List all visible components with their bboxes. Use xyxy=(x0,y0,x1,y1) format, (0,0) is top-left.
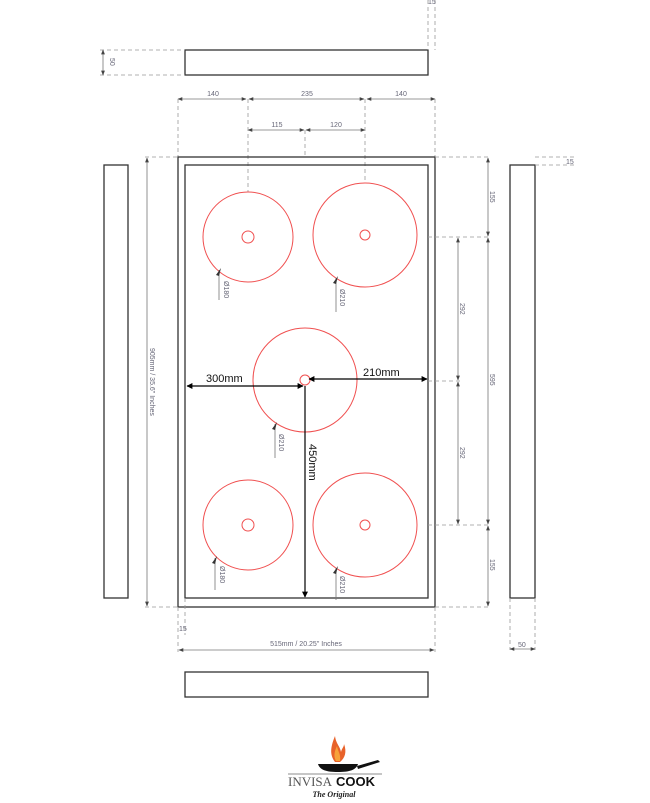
top-profile-lip-label: 15 xyxy=(428,0,436,6)
right-profile-width-label: 50 xyxy=(518,642,526,649)
bottom-lip-label: 15 xyxy=(179,626,187,633)
right-dimensions: 155 595 292 292 155 xyxy=(428,156,495,608)
dim-length-905mm: 905mm / 35.6" Inches xyxy=(148,348,155,416)
burner-bottom-right[interactable]: Ø210 xyxy=(312,472,418,600)
burner-top-right[interactable]: Ø210 xyxy=(312,182,418,312)
dim-sub-115: 115 xyxy=(271,122,282,129)
dim-450mm: 450mm xyxy=(306,444,318,481)
invisacook-logo: INVISA COOK The Original xyxy=(288,736,382,799)
burner-top-left[interactable]: Ø180 xyxy=(202,191,294,300)
dim-width-515mm: 515mm / 20.25" Inches xyxy=(270,641,342,648)
dim-top-155: 155 xyxy=(488,191,495,203)
burner-diameter-label: Ø210 xyxy=(338,576,345,593)
bottom-profile-view xyxy=(184,671,429,698)
dim-sub-120: 120 xyxy=(330,122,342,129)
dim-300mm: 300mm xyxy=(206,373,243,385)
burner-diameter-label: Ø180 xyxy=(222,281,229,298)
dim-middle-235: 235 xyxy=(301,91,313,98)
burners: Ø180 Ø210 Ø210 Ø180 Ø210 xyxy=(202,182,418,600)
dim-left-140: 140 xyxy=(207,91,219,98)
burner-diameter-label: Ø180 xyxy=(218,566,225,583)
dim-right-140: 140 xyxy=(395,91,407,98)
logo-tagline: The Original xyxy=(313,790,357,799)
burner-bottom-left[interactable]: Ø180 xyxy=(202,479,294,590)
dim-210mm: 210mm xyxy=(363,367,400,379)
burner-diameter-label: Ø210 xyxy=(277,434,284,451)
left-side-profile-view: 905mm / 35.6" Inches xyxy=(103,156,178,608)
top-dimensions: 140 235 140 115 120 xyxy=(177,91,436,192)
dim-lower-292: 292 xyxy=(458,447,465,459)
frying-pan-icon xyxy=(318,760,380,772)
right-side-profile-view: 15 50 xyxy=(509,156,575,651)
bottom-dimensions: 15 515mm / 20.25" Inches xyxy=(177,598,436,652)
right-profile-lip-label: 15 xyxy=(566,159,574,166)
dim-bottom-155: 155 xyxy=(488,559,495,571)
top-profile-view: 50 15 xyxy=(100,0,436,76)
dim-total-595: 595 xyxy=(488,374,495,386)
logo-brand-light: INVISA xyxy=(288,774,333,789)
burner-diameter-label: Ø210 xyxy=(338,289,345,306)
center-burner-dimensions: 300mm 210mm 450mm xyxy=(186,367,428,598)
cooktop-plan-view xyxy=(177,156,436,608)
logo-brand-bold: COOK xyxy=(336,774,376,789)
dim-upper-292: 292 xyxy=(458,303,465,315)
top-profile-height-label: 50 xyxy=(108,58,115,66)
